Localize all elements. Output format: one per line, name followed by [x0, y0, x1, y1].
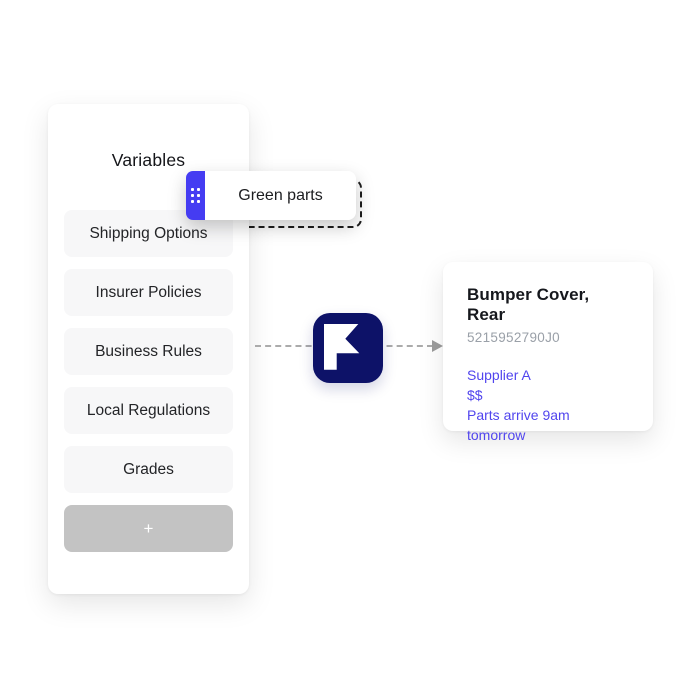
drag-handle-icon[interactable]: [186, 171, 205, 220]
variable-item-business-rules[interactable]: Business Rules: [64, 328, 233, 375]
part-title: Bumper Cover, Rear: [467, 285, 590, 324]
part-eta: Parts arrive 9am tomorrow: [467, 407, 570, 443]
part-card: Bumper Cover, Rear 5215952790J0 Supplier…: [443, 262, 653, 443]
part-number: 5215952790J0: [467, 330, 560, 345]
variables-list: Shipping Options Insurer Policies Busine…: [64, 210, 233, 552]
flag-icon: [313, 313, 383, 383]
part-details: Supplier A $$ Parts arrive 9am tomorrow: [467, 365, 629, 445]
drag-chip-green-parts[interactable]: Green parts: [186, 171, 356, 220]
connector-arrowhead: [432, 340, 443, 352]
variable-item-local-regulations[interactable]: Local Regulations: [64, 387, 233, 434]
flag-glyph: [324, 324, 360, 370]
panel-title: Variables: [111, 150, 186, 170]
part-supplier: Supplier A: [467, 367, 531, 383]
add-variable-button[interactable]: +: [64, 505, 233, 552]
drag-dots-icon: [191, 188, 200, 203]
variables-panel: Variables Shipping Options Insurer Polic…: [48, 104, 249, 594]
chip-label: Green parts: [205, 171, 356, 220]
variable-item-insurer-policies[interactable]: Insurer Policies: [64, 269, 233, 316]
variable-item-grades[interactable]: Grades: [64, 446, 233, 493]
part-price: $$: [467, 387, 483, 403]
